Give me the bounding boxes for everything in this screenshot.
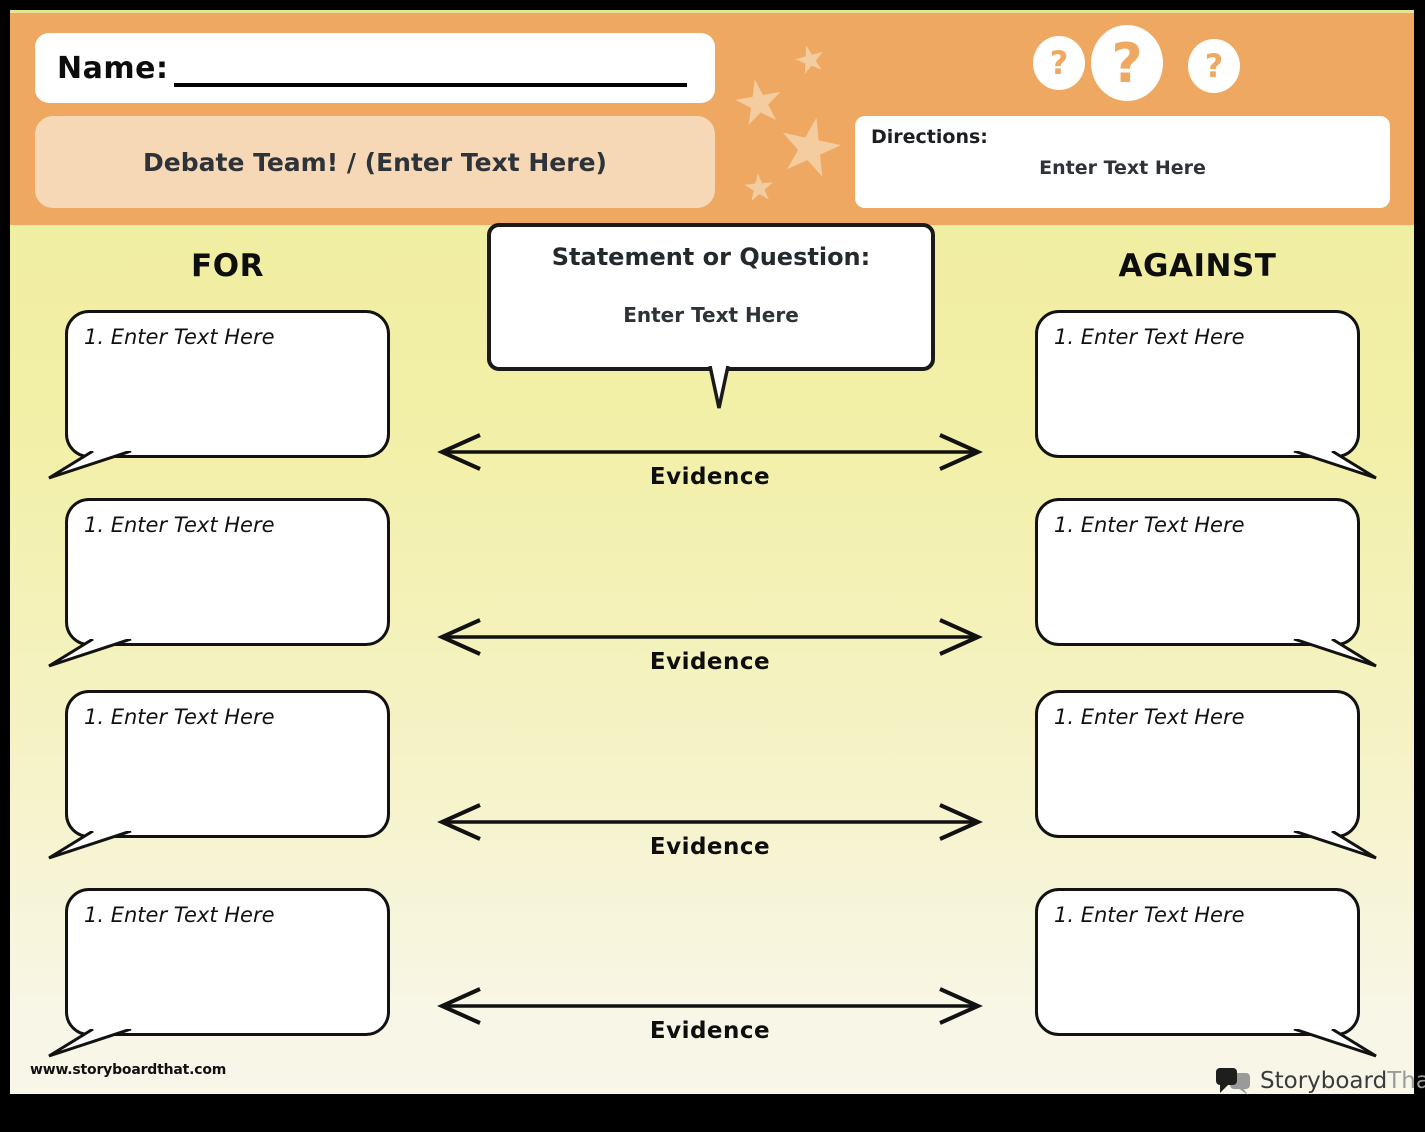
against-bubble-2-text[interactable]: 1. Enter Text Here [1054, 513, 1245, 537]
worksheet-title[interactable]: Debate Team! / (Enter Text Here) [143, 147, 607, 177]
evidence-label: Evidence [649, 834, 771, 860]
speech-bubble-tail-icon [48, 451, 132, 480]
for-heading: FOR [191, 248, 264, 284]
star-icon [792, 42, 829, 79]
for-bubble-3-text[interactable]: 1. Enter Text Here [84, 705, 275, 729]
footer-url[interactable]: www.storyboardthat.com [30, 1062, 227, 1078]
statement-box[interactable]: Statement or Question: Enter Text Here [487, 223, 935, 409]
question-mark-icon: ? [1188, 39, 1240, 93]
double-arrow-icon [437, 803, 983, 841]
evidence-label: Evidence [649, 464, 771, 490]
speech-bubble-tail-icon [48, 831, 132, 860]
directions-label: Directions: [871, 126, 988, 148]
worksheet-title-panel: Debate Team! / (Enter Text Here) [35, 116, 715, 208]
speech-bubble-tail-icon [48, 1029, 132, 1058]
speech-bubble-tail-icon [1293, 831, 1377, 860]
against-bubble-1[interactable]: 1. Enter Text Here [1035, 310, 1377, 480]
header-band: Name: Debate Team! / (Enter Text Here) ?… [10, 13, 1414, 225]
evidence-label: Evidence [649, 1018, 771, 1044]
star-icon [731, 75, 787, 131]
double-arrow-icon [437, 987, 983, 1025]
storyboardthat-logo[interactable]: StoryboardThat [1215, 1066, 1425, 1096]
against-bubble-3[interactable]: 1. Enter Text Here [1035, 690, 1377, 860]
logo-text-primary: Storyboard [1260, 1068, 1388, 1094]
double-arrow-icon [437, 618, 983, 656]
name-label: Name: [57, 50, 169, 86]
name-input-line[interactable] [174, 83, 687, 87]
statement-tail-icon [708, 366, 730, 409]
against-bubble-1-text[interactable]: 1. Enter Text Here [1054, 325, 1245, 349]
question-mark-icon: ? [1091, 25, 1163, 101]
against-bubble-4-text[interactable]: 1. Enter Text Here [1054, 903, 1245, 927]
for-bubble-2[interactable]: 1. Enter Text Here [48, 498, 390, 668]
against-bubble-4[interactable]: 1. Enter Text Here [1035, 888, 1377, 1058]
speech-bubble-tail-icon [1293, 451, 1377, 480]
speech-bubble-tail-icon [48, 639, 132, 668]
logo-text: StoryboardThat [1260, 1068, 1425, 1094]
logo-text-secondary: That [1387, 1068, 1425, 1094]
for-bubble-4[interactable]: 1. Enter Text Here [48, 888, 390, 1058]
name-box: Name: [35, 33, 715, 103]
against-bubble-2[interactable]: 1. Enter Text Here [1035, 498, 1377, 668]
statement-text[interactable]: Enter Text Here [623, 303, 799, 327]
speech-bubble-tail-icon [1293, 1029, 1377, 1058]
for-bubble-1[interactable]: 1. Enter Text Here [48, 310, 390, 480]
question-mark-icon: ? [1033, 36, 1085, 90]
for-bubble-1-text[interactable]: 1. Enter Text Here [84, 325, 275, 349]
star-icon [743, 172, 776, 205]
speech-bubbles-logo-icon [1216, 1068, 1250, 1095]
star-icon [773, 111, 847, 185]
directions-text[interactable]: Enter Text Here [1039, 157, 1206, 179]
speech-bubble-tail-icon [1293, 639, 1377, 668]
worksheet-page: Name: Debate Team! / (Enter Text Here) ?… [10, 10, 1425, 1095]
for-bubble-3[interactable]: 1. Enter Text Here [48, 690, 390, 860]
statement-label: Statement or Question: [551, 243, 871, 271]
for-bubble-4-text[interactable]: 1. Enter Text Here [84, 903, 275, 927]
against-heading: AGAINST [1118, 248, 1277, 284]
double-arrow-icon [437, 433, 983, 471]
for-bubble-2-text[interactable]: 1. Enter Text Here [84, 513, 275, 537]
against-bubble-3-text[interactable]: 1. Enter Text Here [1054, 705, 1245, 729]
evidence-label: Evidence [649, 649, 771, 675]
directions-box: Directions: Enter Text Here [855, 116, 1390, 208]
